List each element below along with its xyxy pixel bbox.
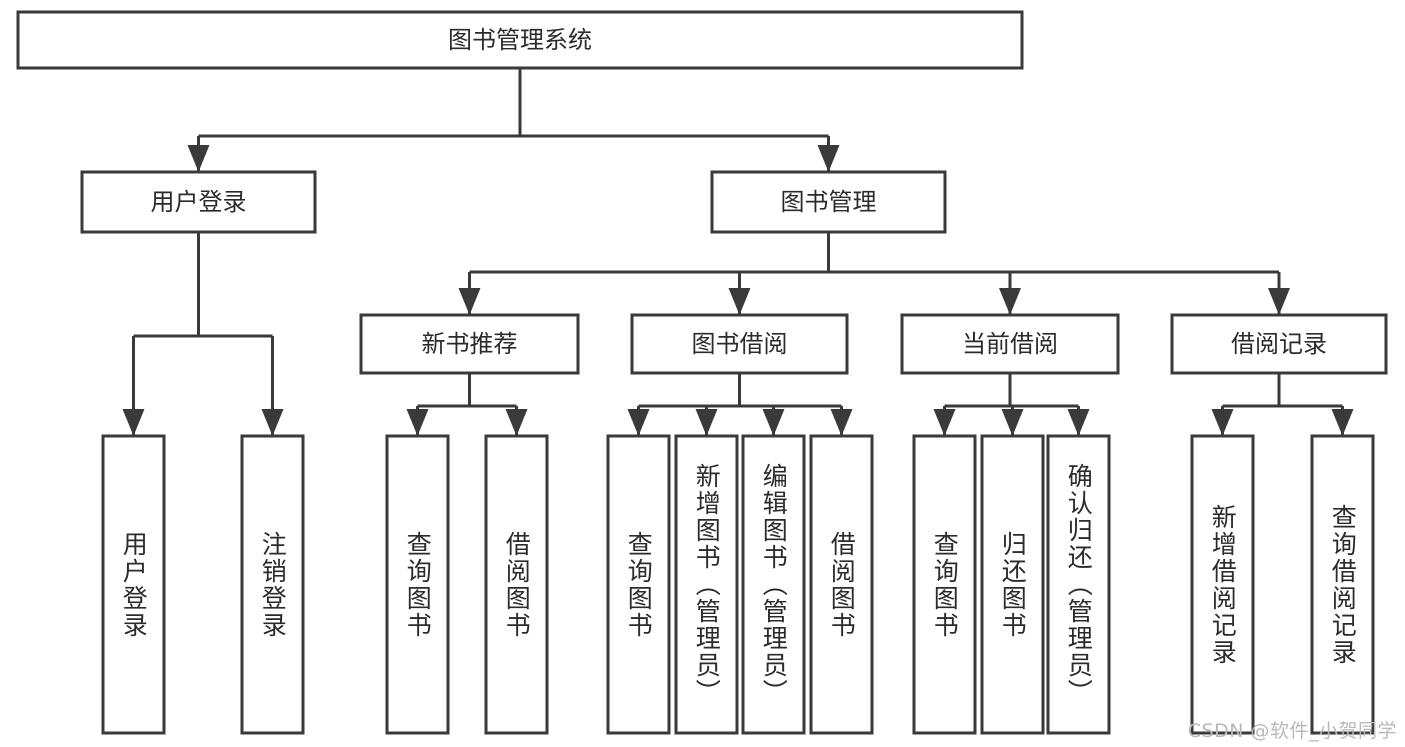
root-node-root[interactable]: 图书管理系统 — [16, 10, 1024, 70]
leaf-node-leaf-borrow-book-2[interactable] — [809, 434, 874, 735]
leaf-node-leaf-add-book[interactable] — [674, 434, 739, 735]
arrow-head-icon — [728, 288, 751, 315]
leaf-node-leaf-user-logout[interactable] — [240, 434, 305, 735]
arrow-head-icon — [1001, 409, 1024, 436]
leaf-node-leaf-borrow-book-1[interactable] — [484, 434, 549, 735]
arrow-head-icon — [505, 409, 528, 436]
leaf-node-box[interactable] — [912, 434, 977, 735]
level3-node-label: 图书借阅 — [692, 330, 788, 358]
leaf-node-leaf-query-book-2[interactable] — [606, 434, 671, 735]
arrow-head-icon — [406, 409, 429, 436]
level2-node-box[interactable] — [80, 170, 317, 234]
arrow-head-icon — [458, 288, 481, 315]
level3-node-borrow-record[interactable]: 借阅记录 — [1170, 313, 1388, 375]
arrow-head-icon — [762, 409, 785, 436]
leaf-node-box[interactable] — [674, 434, 739, 735]
leaf-node-leaf-query-book-3[interactable] — [912, 434, 977, 735]
leaf-node-leaf-add-record[interactable] — [1190, 434, 1255, 735]
leaf-node-box[interactable] — [1310, 434, 1375, 735]
arrow-head-icon — [1211, 409, 1234, 436]
root-node-box[interactable] — [16, 10, 1024, 70]
arrow-head-icon — [122, 409, 145, 436]
leaf-node-leaf-user-login[interactable] — [101, 434, 166, 735]
arrow-head-icon — [627, 409, 650, 436]
leaf-node-box[interactable] — [385, 434, 450, 735]
leaf-node-leaf-query-record[interactable] — [1310, 434, 1375, 735]
watermark-text: CSDN @软件_小贺同学 — [1187, 720, 1397, 742]
level2-node-box[interactable] — [710, 170, 947, 234]
leaf-node-box[interactable] — [240, 434, 305, 735]
level3-node-label: 借阅记录 — [1231, 330, 1327, 358]
root-node-label: 图书管理系统 — [448, 26, 592, 54]
level2-node-label: 用户登录 — [151, 188, 247, 216]
arrow-head-icon — [1067, 409, 1090, 436]
level3-node-box[interactable] — [1170, 313, 1388, 375]
leaf-node-leaf-return-book[interactable] — [980, 434, 1045, 735]
leaf-node-leaf-confirm-return[interactable] — [1046, 434, 1111, 735]
level3-node-box[interactable] — [900, 313, 1120, 375]
level2-node-label: 图书管理 — [781, 188, 877, 216]
level3-node-label: 当前借阅 — [962, 330, 1058, 358]
level3-node-box[interactable] — [359, 313, 580, 375]
arrow-head-icon — [261, 409, 284, 436]
level3-node-current-borrow[interactable]: 当前借阅 — [900, 313, 1120, 375]
level3-node-label: 新书推荐 — [422, 330, 518, 358]
arrow-head-icon — [695, 409, 718, 436]
leaf-node-box[interactable] — [101, 434, 166, 735]
leaf-node-leaf-edit-book[interactable] — [741, 434, 806, 735]
leaf-node-box[interactable] — [484, 434, 549, 735]
leaf-node-box[interactable] — [809, 434, 874, 735]
arrow-head-icon — [1268, 288, 1290, 315]
arrow-head-icon — [187, 145, 210, 172]
arrow-head-icon — [817, 145, 840, 172]
leaf-node-box[interactable] — [980, 434, 1045, 735]
level3-node-box[interactable] — [630, 313, 849, 375]
level2-node-user-login[interactable]: 用户登录 — [80, 170, 317, 234]
leaf-node-box[interactable] — [1046, 434, 1111, 735]
arrow-head-icon — [933, 409, 956, 436]
leaf-node-box[interactable] — [606, 434, 671, 735]
leaf-node-leaf-query-book-1[interactable] — [385, 434, 450, 735]
connector-layer — [122, 68, 1354, 436]
leaf-node-box[interactable] — [741, 434, 806, 735]
level3-node-book-borrow[interactable]: 图书借阅 — [630, 313, 849, 375]
arrow-head-icon — [999, 288, 1021, 315]
arrow-head-icon — [830, 409, 853, 436]
leaf-node-box[interactable] — [1190, 434, 1255, 735]
level3-node-new-book-rec[interactable]: 新书推荐 — [359, 313, 580, 375]
level2-node-book-manage[interactable]: 图书管理 — [710, 170, 947, 234]
arrow-head-icon — [1331, 409, 1354, 436]
